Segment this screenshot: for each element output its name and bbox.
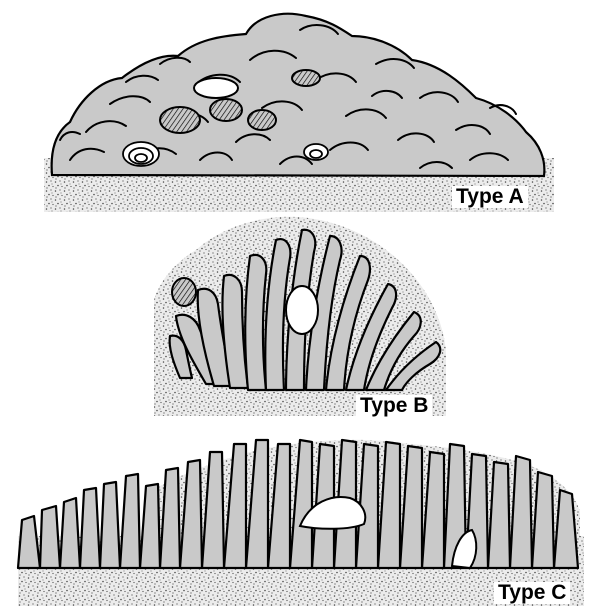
type-b-label: Type B — [356, 395, 432, 417]
shell-icon — [123, 142, 159, 166]
shell-icon — [160, 107, 200, 133]
type-c-label: Type C — [494, 582, 570, 604]
type-b-panel — [154, 217, 446, 416]
type-b-cavity — [286, 286, 318, 334]
shell-icon — [210, 99, 242, 121]
type-a-label: Type A — [452, 186, 528, 208]
shell-icon — [292, 70, 320, 86]
shell-icon — [172, 278, 196, 306]
shell-icon — [304, 144, 328, 160]
type-a-panel — [44, 14, 554, 212]
shell-icon — [248, 110, 276, 130]
shell-icon — [194, 78, 238, 98]
